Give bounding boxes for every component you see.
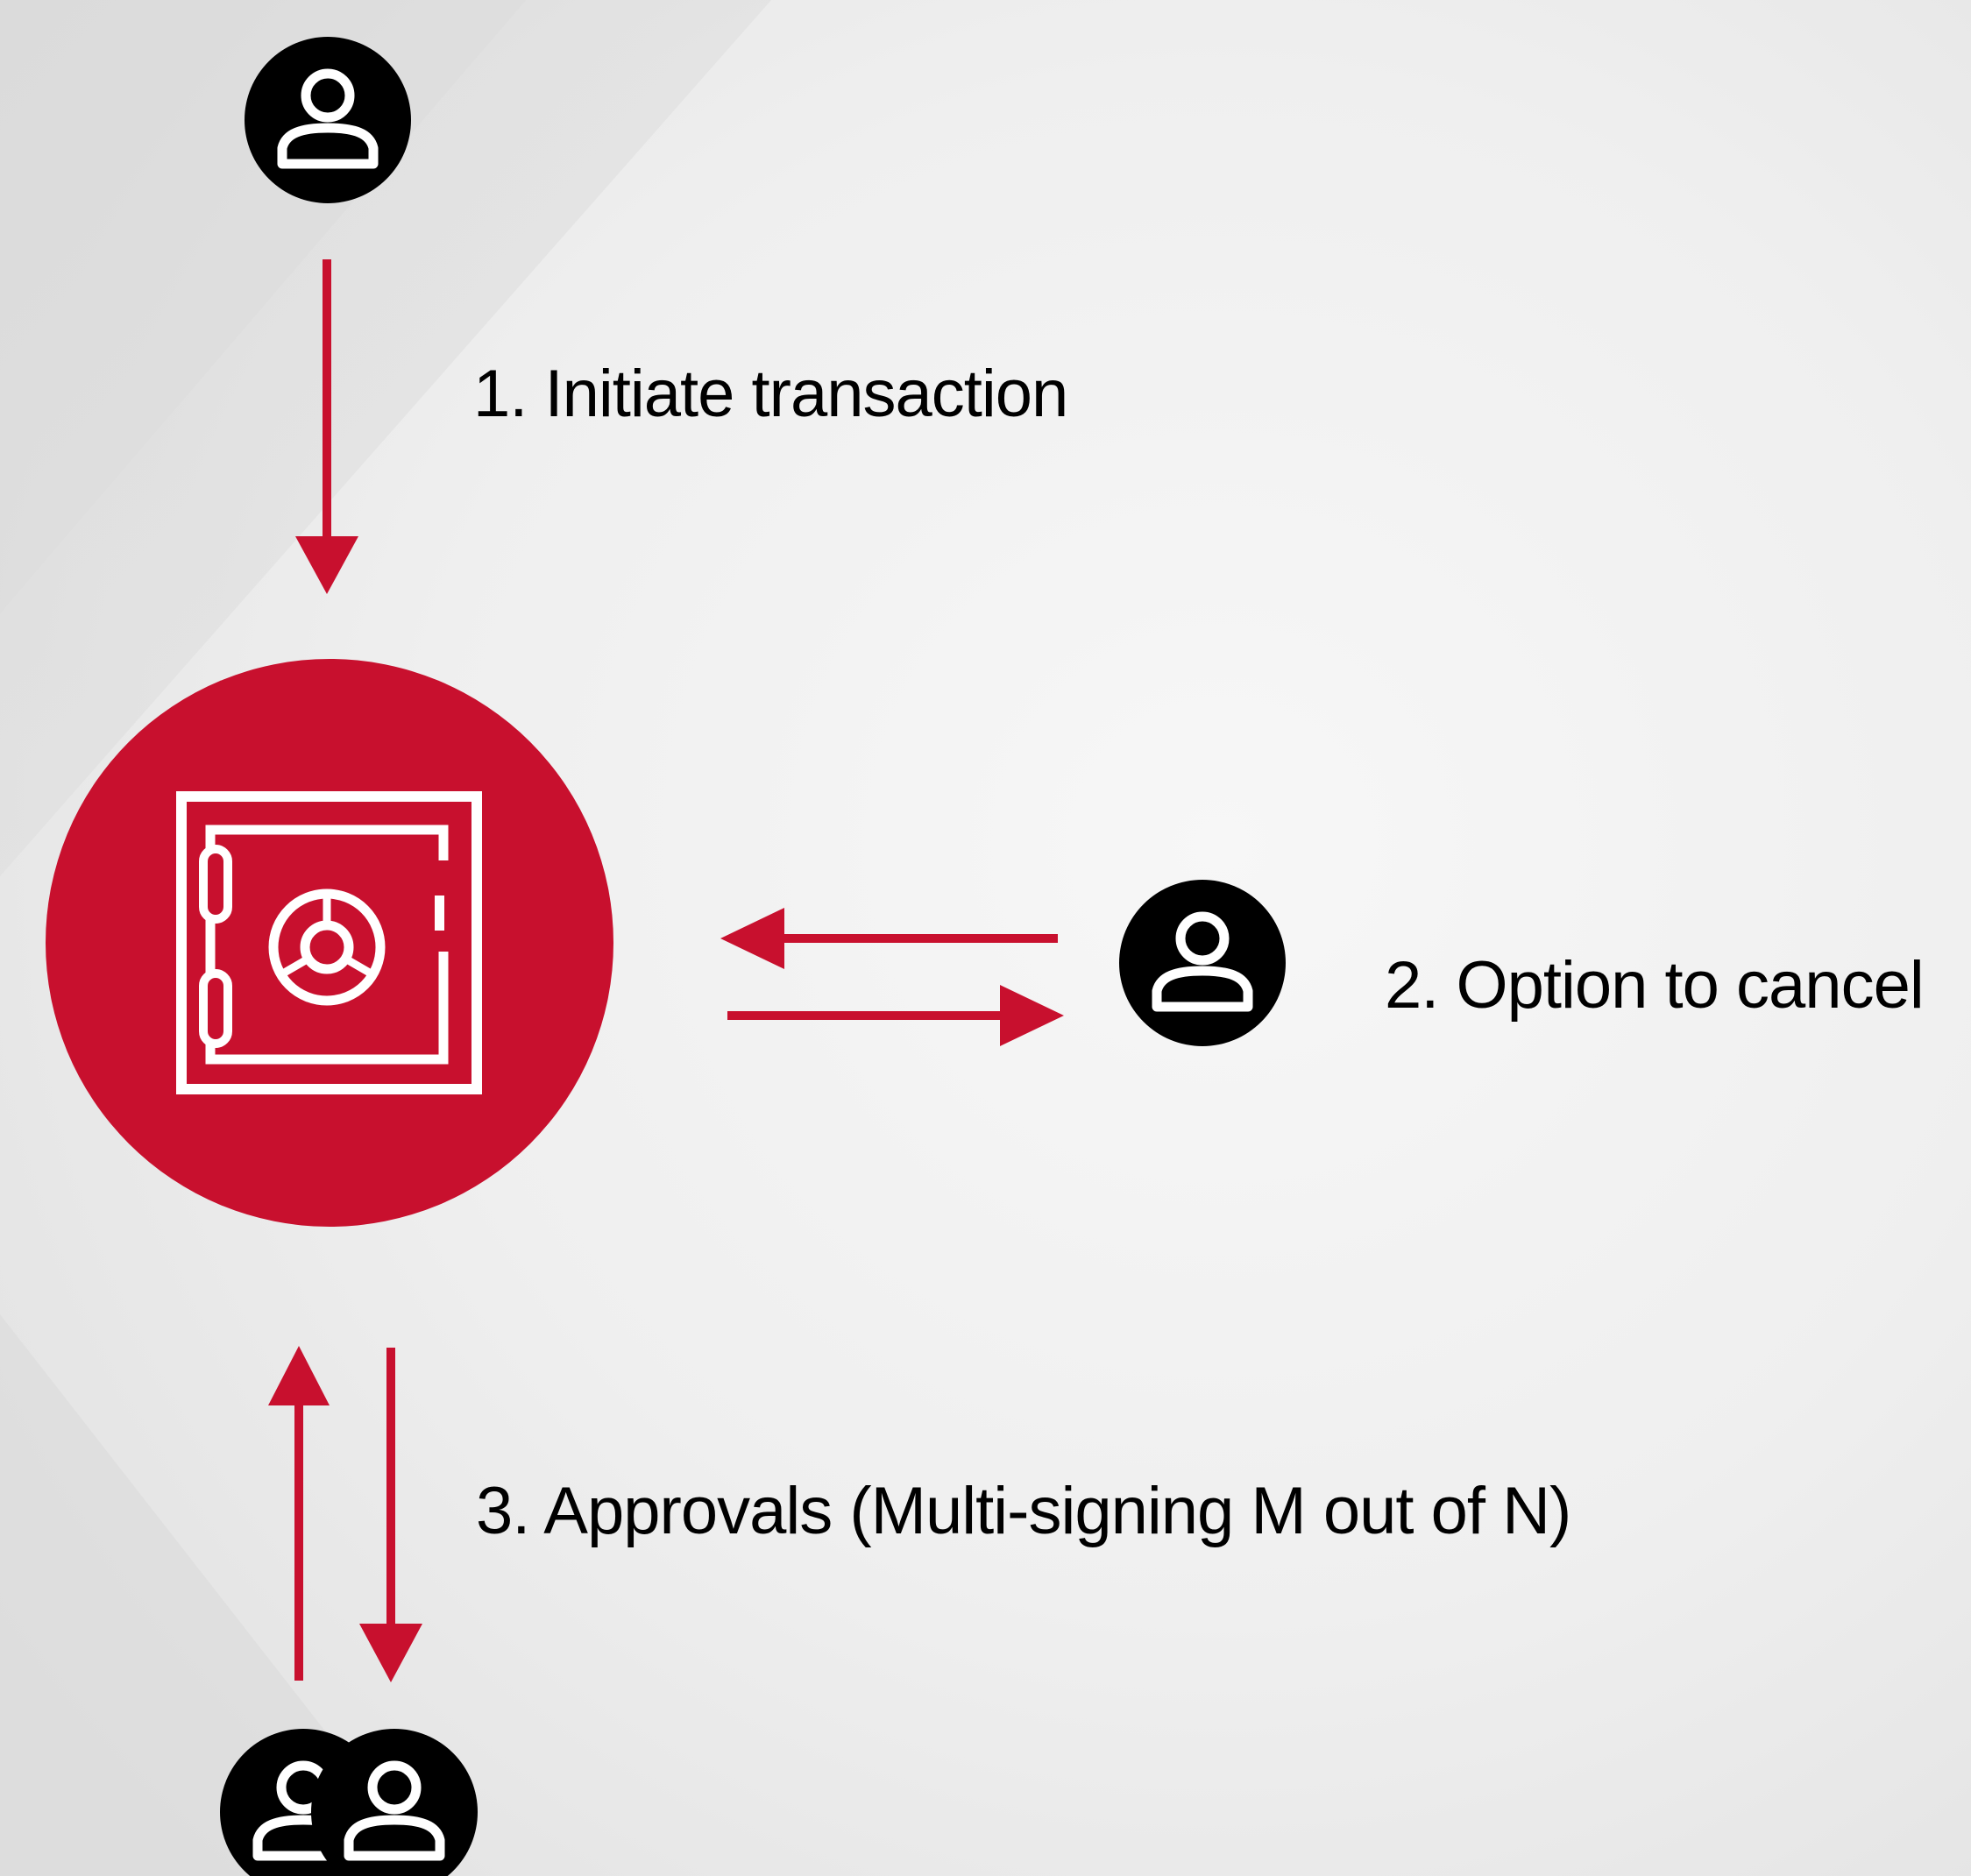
approval-arrow-up	[268, 1346, 330, 1681]
cancel-arrow-right	[727, 985, 1064, 1046]
cancel-arrow-left	[720, 908, 1058, 969]
canceller-user-icon	[1119, 880, 1286, 1046]
step-1-label: 1. Initiate transaction	[473, 357, 1068, 431]
step-3-label: 3. Approvals (Multi-signing M out of N)	[476, 1474, 1571, 1548]
approvers-user-group-icon	[220, 1729, 478, 1876]
vault-safe-icon	[46, 659, 613, 1227]
initiator-user-icon	[245, 37, 411, 203]
approval-arrow-down	[359, 1348, 422, 1682]
step-2-label: 2. Option to cancel	[1385, 948, 1925, 1023]
initiate-arrow	[295, 259, 358, 594]
